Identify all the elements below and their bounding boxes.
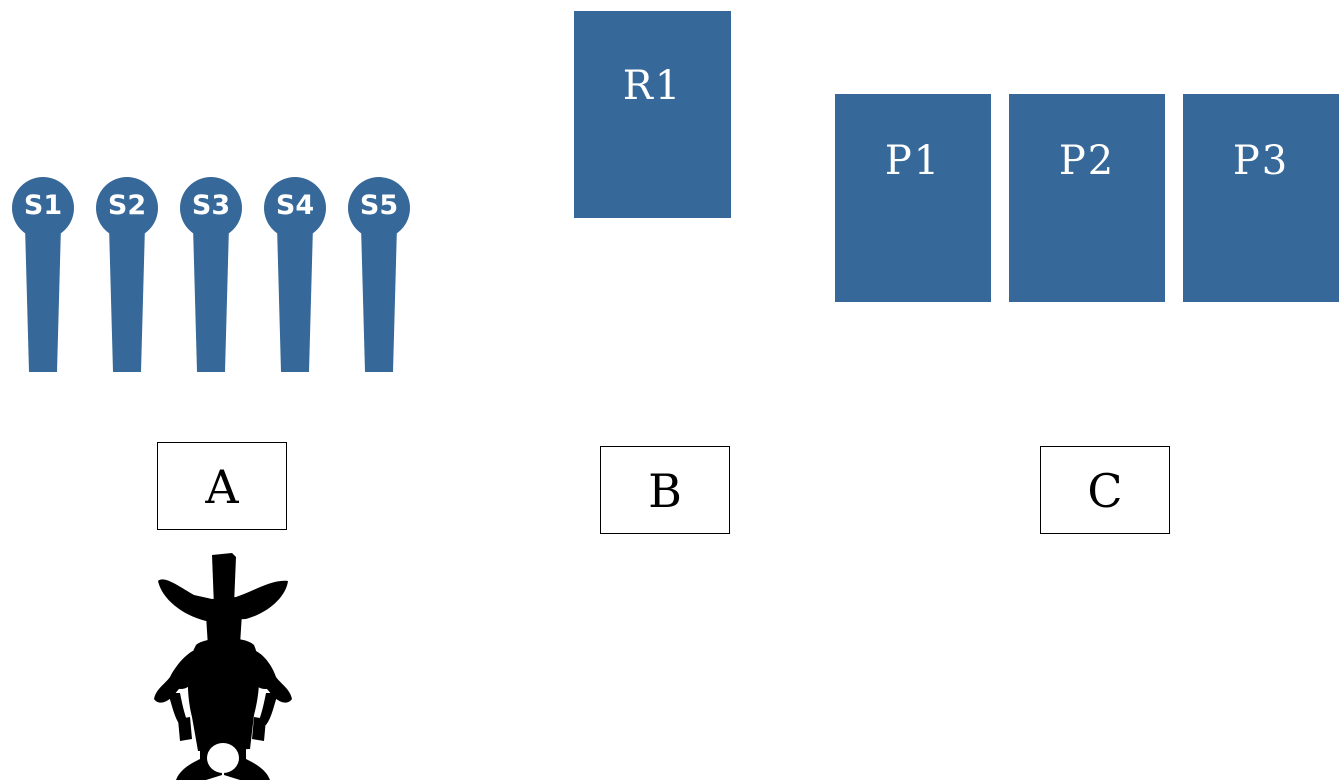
block-p3[interactable]: P3 xyxy=(1183,94,1339,302)
stick-s5[interactable]: S5 xyxy=(341,176,417,372)
cowboy-silhouette-shape xyxy=(154,553,292,780)
block-p2[interactable]: P2 xyxy=(1009,94,1165,302)
stick-s4[interactable]: S4 xyxy=(257,176,333,372)
block-p2-label: P2 xyxy=(1058,138,1116,184)
stick-shape xyxy=(180,177,242,372)
stick-label: S2 xyxy=(107,190,147,221)
group-label-a[interactable]: A xyxy=(157,442,287,530)
stick-label: S1 xyxy=(23,190,63,221)
stick-label: S5 xyxy=(359,190,399,221)
stick-s1[interactable]: S1 xyxy=(5,176,81,372)
group-label-b[interactable]: B xyxy=(600,446,730,534)
stick-label: S4 xyxy=(275,190,315,221)
block-r1-label: R1 xyxy=(622,63,683,109)
stick-s2[interactable]: S2 xyxy=(89,176,165,372)
stick-s3[interactable]: S3 xyxy=(173,176,249,372)
block-p1-label: P1 xyxy=(884,138,942,184)
stick-label: S3 xyxy=(191,190,231,221)
cowboy-silhouette-icon[interactable] xyxy=(150,553,296,784)
stick-shape xyxy=(348,177,410,372)
block-r1[interactable]: R1 xyxy=(574,11,731,218)
block-p3-label: P3 xyxy=(1232,138,1290,184)
group-label-c[interactable]: C xyxy=(1040,446,1170,534)
block-p1[interactable]: P1 xyxy=(835,94,991,302)
stick-shape xyxy=(96,177,158,372)
stick-shape xyxy=(264,177,326,372)
stick-shape xyxy=(12,177,74,372)
